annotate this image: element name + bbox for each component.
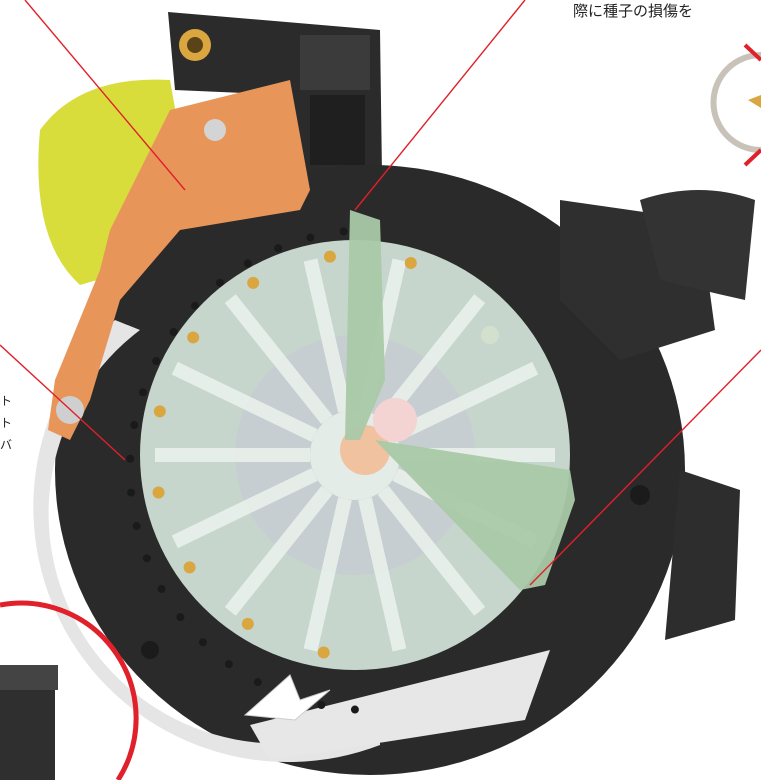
ring-hole (139, 388, 147, 396)
brass-pin (324, 251, 336, 263)
ring-hole (254, 678, 262, 686)
no-damage-icon (714, 45, 761, 165)
ring-hole (158, 585, 166, 593)
ring-hole (317, 701, 325, 709)
ring-hole (176, 613, 184, 621)
ring-hole (170, 328, 178, 336)
side-fragment-1: ト (0, 390, 16, 412)
brass-pin (242, 618, 254, 630)
ring-hole (199, 638, 207, 646)
brass-pin (154, 405, 166, 417)
ring-hole (143, 554, 151, 562)
ring-hole (225, 660, 233, 668)
brass-pin (318, 647, 330, 659)
ring-hole (133, 522, 141, 530)
brass-pin (153, 486, 165, 498)
ring-hole (126, 455, 134, 463)
ring-hole (130, 421, 138, 429)
side-fragment-2: ト (0, 412, 16, 434)
side-text-fragments: ト ト バ (0, 390, 16, 456)
ring-hole (152, 357, 160, 365)
brass-pin (187, 331, 199, 343)
ring-hole (351, 706, 359, 714)
ring-hole (274, 244, 282, 252)
brass-pin (405, 257, 417, 269)
side-fragment-3: バ (0, 434, 16, 456)
caption-top-right: 際に種子の損傷を (573, 0, 693, 21)
ring-hole (244, 259, 252, 267)
ring-hole (340, 227, 348, 235)
ring-hole (127, 489, 135, 497)
brass-pin (184, 561, 196, 573)
brass-pin (247, 277, 259, 289)
ring-hole (306, 234, 314, 242)
